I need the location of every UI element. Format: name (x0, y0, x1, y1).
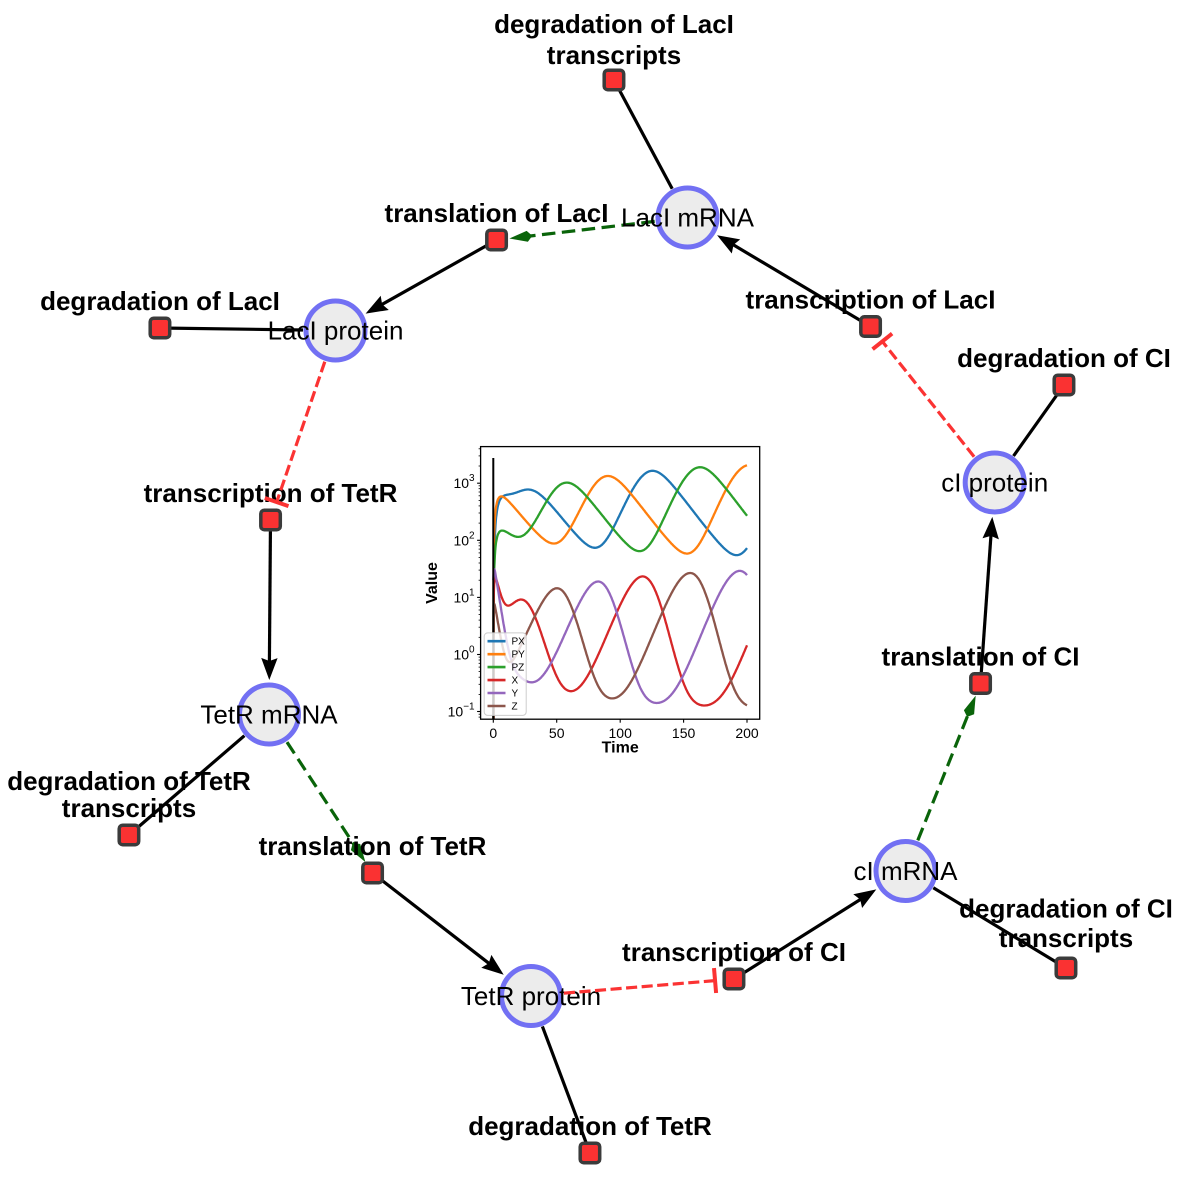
svg-text:Y: Y (512, 688, 519, 699)
svg-text:degradation of CI: degradation of CI (957, 343, 1171, 373)
svg-text:PY: PY (512, 650, 526, 661)
svg-text:degradation of CI: degradation of CI (959, 894, 1173, 924)
svg-text:200: 200 (735, 725, 759, 741)
svg-text:LacI mRNA: LacI mRNA (621, 203, 755, 233)
svg-text:degradation of LacI: degradation of LacI (40, 286, 280, 316)
svg-text:PX: PX (512, 637, 526, 648)
svg-text:TetR protein: TetR protein (461, 981, 601, 1011)
svg-text:transcription of TetR: transcription of TetR (144, 478, 398, 508)
svg-text:degradation of TetR: degradation of TetR (468, 1111, 712, 1141)
svg-text:Time: Time (602, 740, 639, 757)
svg-text:0: 0 (489, 725, 497, 741)
svg-text:transcription of LacI: transcription of LacI (746, 285, 996, 315)
svg-text:transcripts: transcripts (62, 793, 196, 823)
svg-text:translation of TetR: translation of TetR (259, 831, 487, 861)
svg-text:degradation of TetR: degradation of TetR (7, 766, 251, 796)
svg-text:X: X (512, 676, 519, 687)
svg-text:transcription of CI: transcription of CI (622, 937, 846, 967)
svg-text:degradation of LacI: degradation of LacI (494, 9, 734, 39)
svg-text:Z: Z (512, 701, 518, 712)
svg-text:LacI protein: LacI protein (268, 316, 404, 346)
svg-text:50: 50 (549, 725, 565, 741)
svg-text:transcripts: transcripts (547, 40, 681, 70)
svg-text:TetR mRNA: TetR mRNA (200, 700, 338, 730)
svg-text:150: 150 (672, 725, 696, 741)
svg-text:translation of LacI: translation of LacI (385, 198, 609, 228)
svg-text:cI protein: cI protein (941, 468, 1048, 498)
svg-text:cI mRNA: cI mRNA (854, 856, 959, 886)
svg-text:Value: Value (424, 562, 441, 604)
svg-text:translation of CI: translation of CI (882, 642, 1080, 672)
svg-text:transcripts: transcripts (999, 923, 1133, 953)
svg-text:100: 100 (609, 725, 633, 741)
svg-text:PZ: PZ (512, 663, 525, 674)
